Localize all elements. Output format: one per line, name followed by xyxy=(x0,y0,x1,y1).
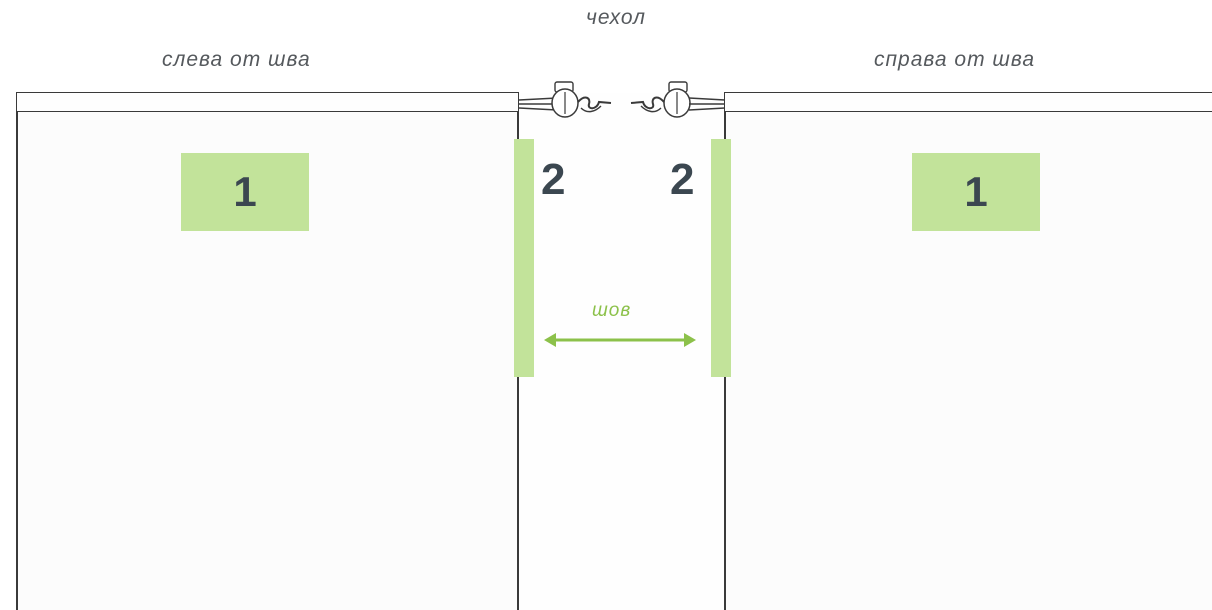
cord-stopper-icon xyxy=(518,81,612,118)
zone-1-left-badge: 1 xyxy=(181,153,309,231)
left-hem-channel xyxy=(16,92,519,112)
seam-label: шов xyxy=(592,300,632,321)
zone-2-right-number: 2 xyxy=(670,155,695,204)
zone-2-left-number: 2 xyxy=(541,155,566,204)
cord-stopper-icon xyxy=(630,81,726,118)
zone-2-right-strip xyxy=(711,139,731,377)
zone-1-right-badge: 1 xyxy=(912,153,1040,231)
left-of-seam-label: слева от шва xyxy=(162,48,311,71)
double-arrow-icon xyxy=(544,333,696,347)
center-seam-panel xyxy=(517,93,726,610)
right-hem-channel xyxy=(724,92,1212,112)
right-of-seam-label: справа от шва xyxy=(874,48,1036,71)
cover-label: чехол xyxy=(586,6,646,29)
zone-2-left-strip xyxy=(514,139,534,377)
